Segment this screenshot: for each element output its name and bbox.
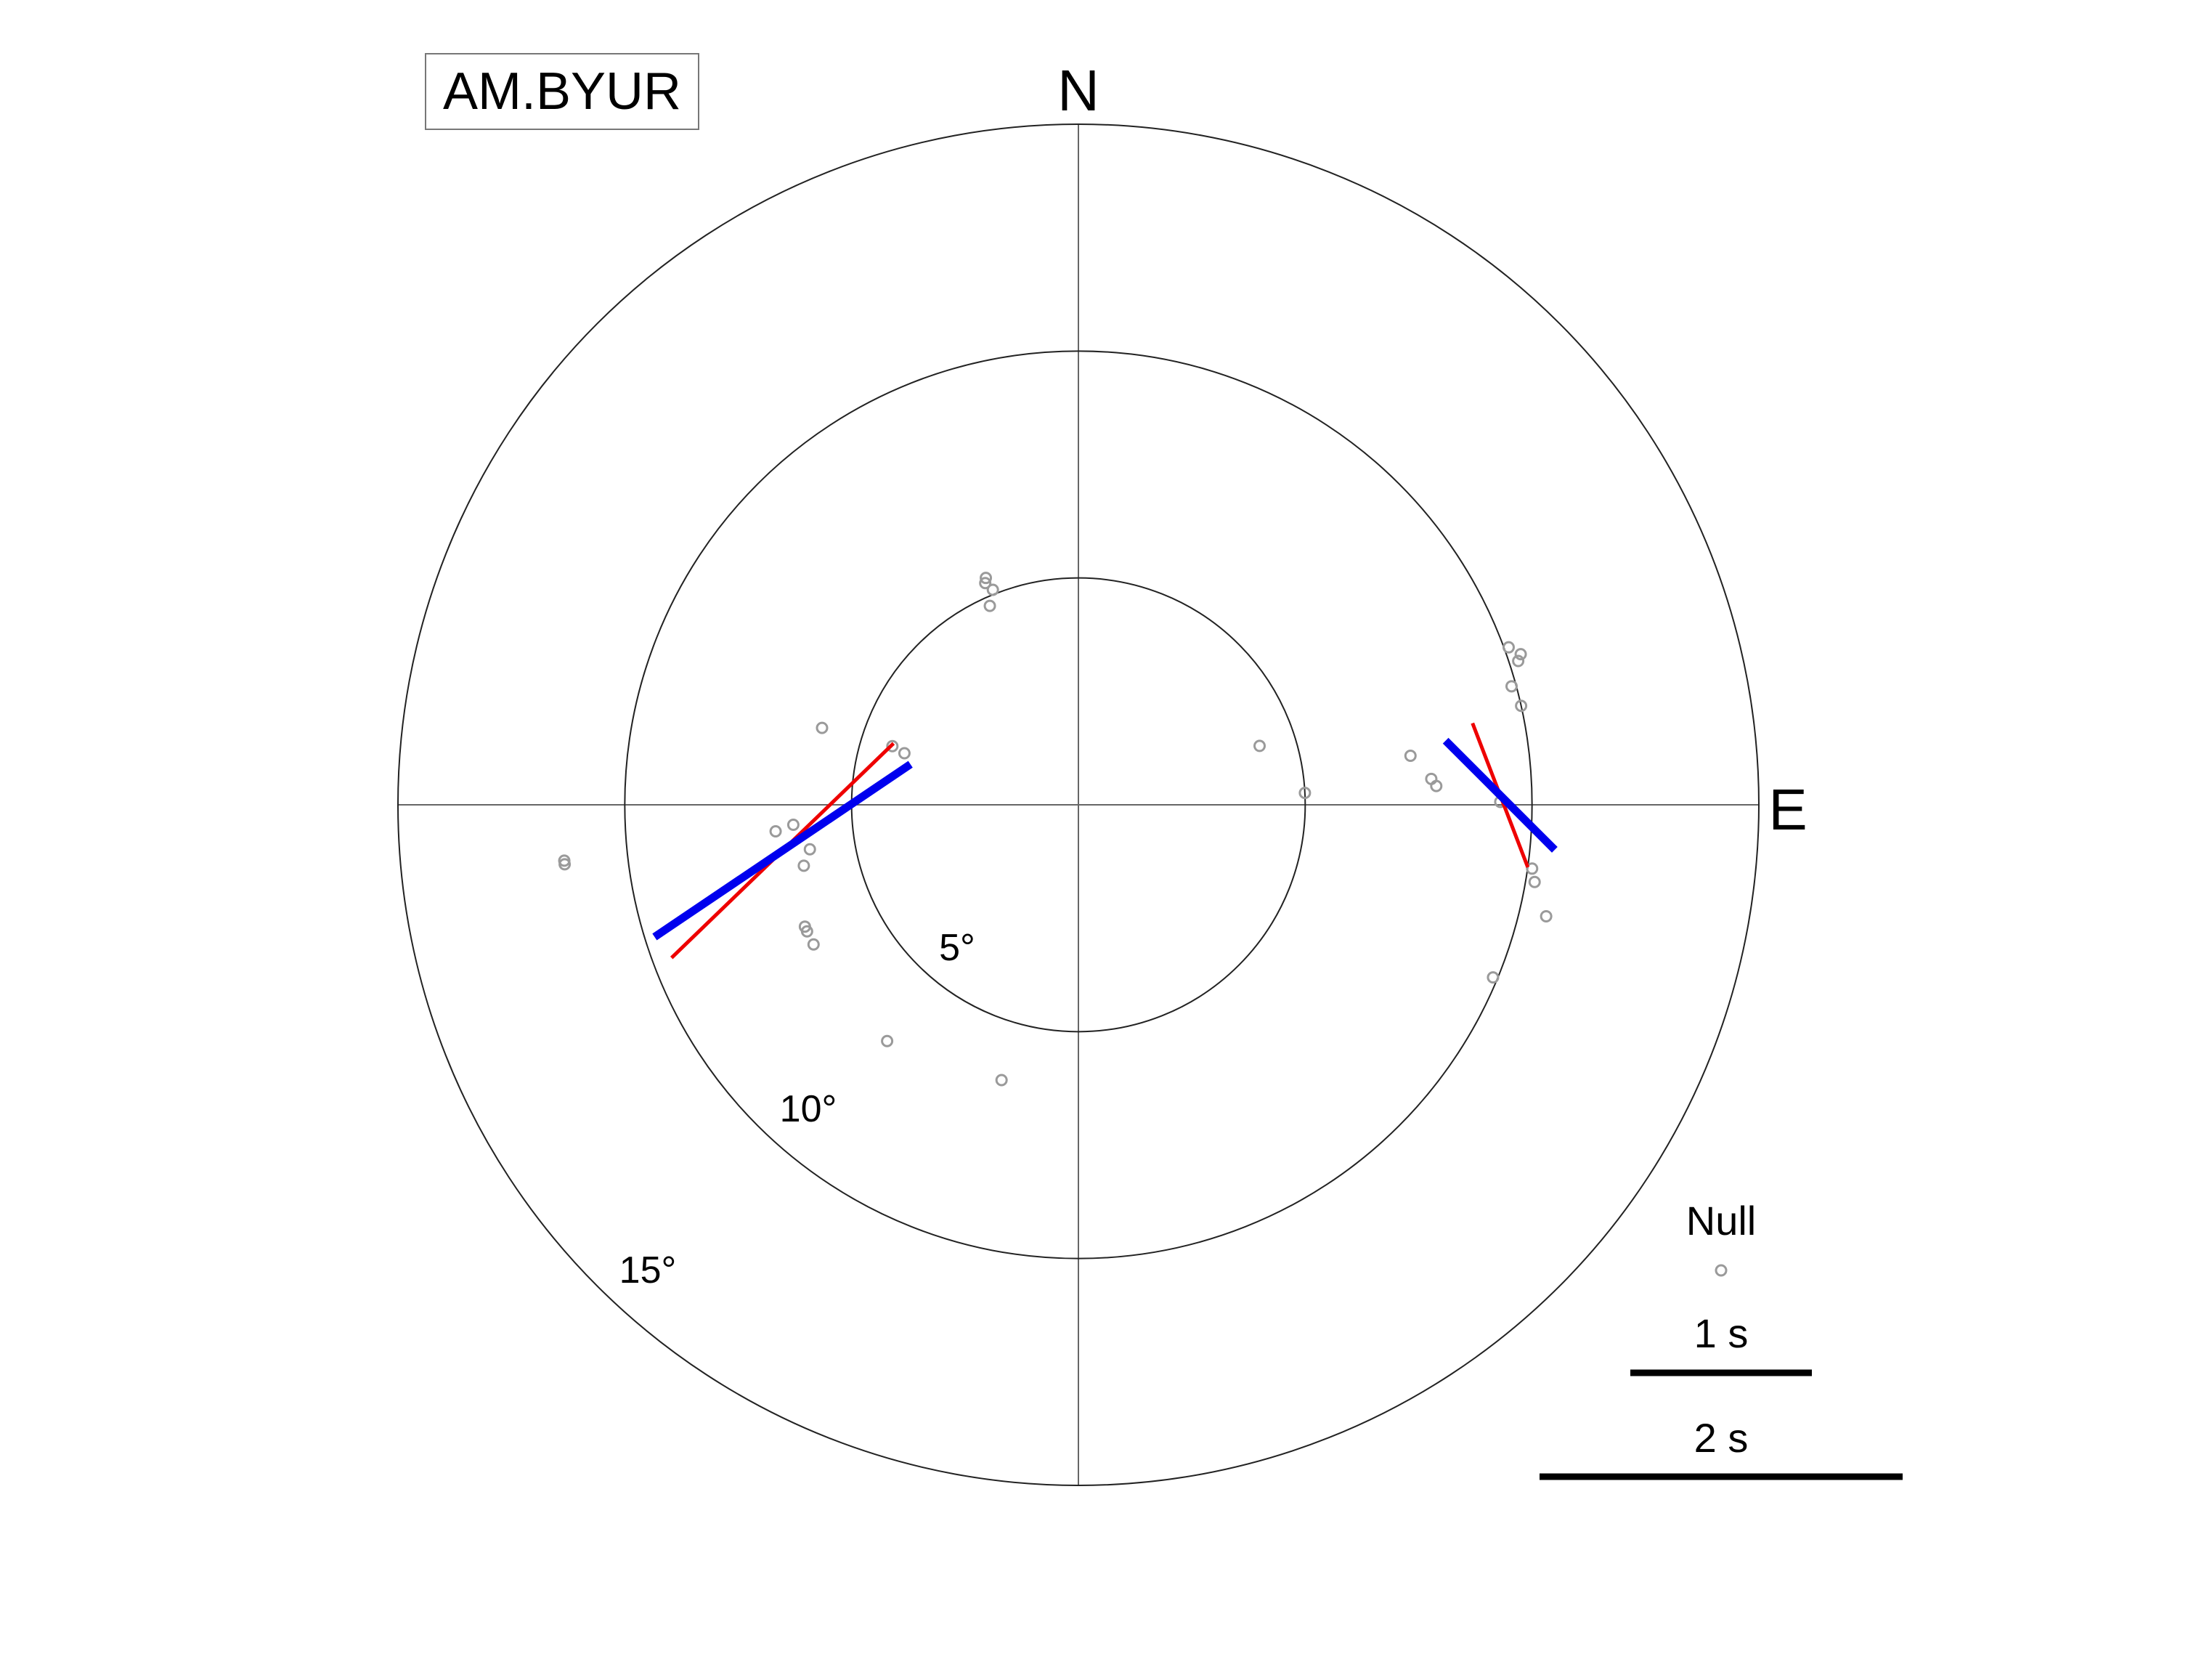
null-point <box>558 854 571 867</box>
legend-scale-2s-label: 2 s <box>1694 1415 1749 1461</box>
null-point <box>1425 772 1438 785</box>
ring-label-15: 15° <box>619 1249 677 1291</box>
ring-label-10: 10° <box>780 1088 837 1130</box>
east-label: E <box>1768 777 1807 842</box>
null-points <box>558 572 1553 1087</box>
ring-10-deg <box>624 350 1533 1260</box>
null-point <box>1528 875 1541 888</box>
null-point <box>986 583 999 596</box>
null-point <box>881 1034 894 1047</box>
null-point <box>797 859 810 872</box>
null-point <box>798 920 811 933</box>
null-point <box>1505 680 1518 693</box>
null-point <box>1512 654 1525 668</box>
split-bar-primary <box>1442 737 1558 853</box>
legend-scale-1s-label: 1 s <box>1694 1310 1749 1356</box>
splitting-measurements <box>652 722 1558 960</box>
station-label: AM.BYUR <box>443 62 681 121</box>
null-point <box>1514 648 1527 661</box>
polar-grid <box>397 123 1760 1486</box>
split-bar-primary <box>652 760 913 941</box>
ring-15-deg <box>397 123 1760 1486</box>
null-point <box>1515 699 1528 713</box>
north-label: N <box>1057 58 1099 123</box>
null-point <box>803 843 816 856</box>
null-point <box>1502 641 1515 654</box>
null-point <box>1298 787 1312 800</box>
station-label-box <box>425 53 699 130</box>
null-point <box>1526 862 1539 875</box>
null-point <box>980 572 993 585</box>
legend-null-marker <box>1715 1264 1728 1277</box>
null-point <box>807 938 820 951</box>
null-point <box>816 721 829 734</box>
null-point <box>769 824 782 837</box>
null-point <box>886 739 899 753</box>
null-point <box>995 1074 1008 1087</box>
null-point <box>1540 909 1553 922</box>
null-point <box>1253 739 1266 753</box>
legend-null-label: Null <box>1686 1198 1756 1244</box>
ring-label-5: 5° <box>939 927 975 969</box>
null-point <box>983 599 996 612</box>
null-point <box>1487 971 1500 984</box>
null-point <box>786 818 800 831</box>
null-point <box>898 747 911 760</box>
null-point <box>1404 749 1417 762</box>
null-point <box>979 577 992 590</box>
